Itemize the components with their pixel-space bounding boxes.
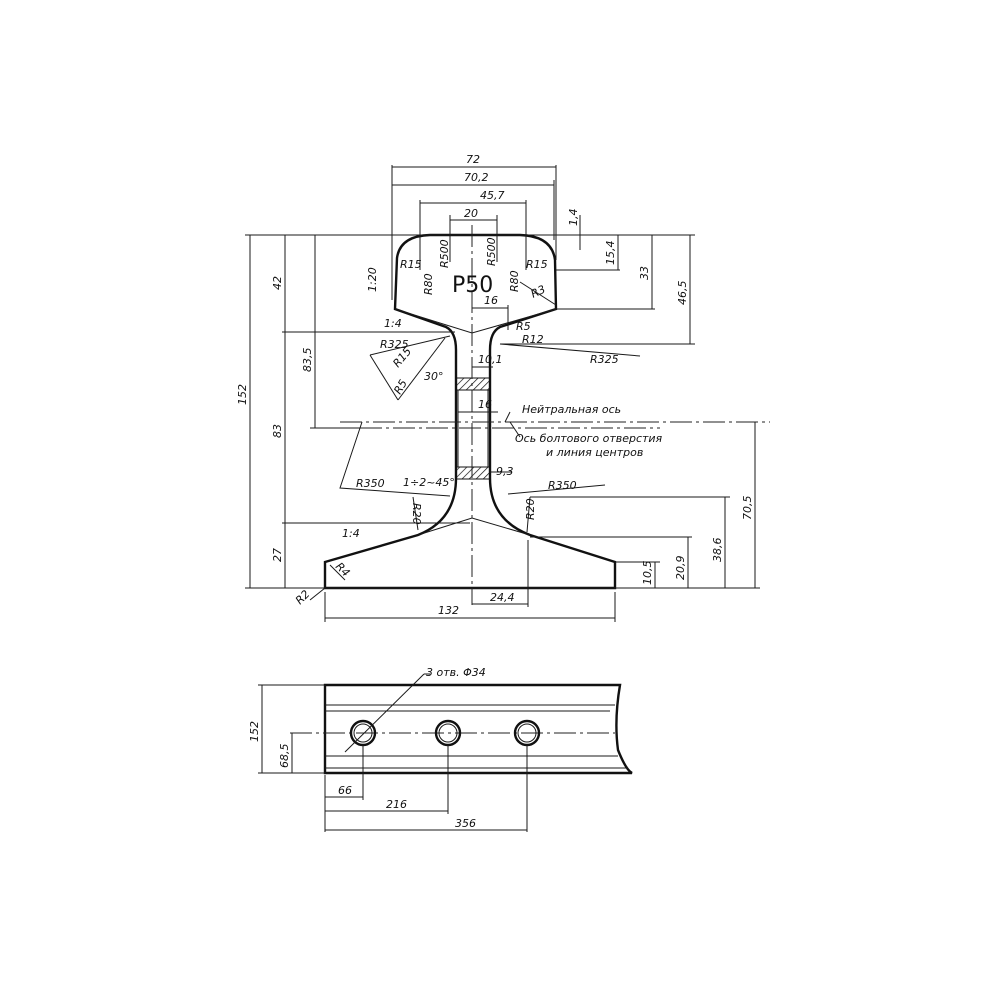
dim-r350-left: R350: [356, 477, 385, 490]
dim-r12: R12: [522, 333, 544, 346]
dim-r325-right: R325: [590, 353, 619, 366]
dim-r2: R2: [293, 588, 313, 608]
dim-27: 27: [271, 548, 284, 562]
dim-20: 20: [464, 207, 478, 220]
dim-r500-left: R500: [438, 239, 451, 268]
dim-r325-left: R325: [380, 338, 409, 351]
dim-45-7: 45,7: [480, 189, 505, 202]
dim-r4: R4: [333, 560, 353, 580]
dim-70-2: 70,2: [464, 171, 489, 184]
side-dim-216: 216: [386, 798, 407, 811]
side-dim-152: 152: [248, 721, 261, 742]
dim-1-4: 1,4: [567, 209, 580, 227]
dim-38-6: 38,6: [711, 538, 724, 563]
slope-1-20: 1:20: [366, 267, 379, 292]
dim-16-mid: 16: [478, 398, 492, 411]
dim-46-5: 46,5: [676, 281, 689, 306]
dim-r80-right: R80: [508, 270, 521, 292]
dim-70-5: 70,5: [741, 496, 754, 521]
dim-r5-left: R5: [391, 377, 410, 396]
dim-72: 72: [466, 153, 480, 166]
dim-83-5: 83,5: [301, 348, 314, 373]
dim-r20-right: R20: [524, 498, 537, 520]
profile-name: P50: [452, 273, 493, 298]
angle-30: 30°: [424, 370, 444, 383]
profile-labels: P50 72 70,2 45,7 20 R500 R500 R15 R15 R8…: [236, 153, 754, 617]
dim-10-1: 10,1: [478, 353, 503, 366]
dim-20-9: 20,9: [674, 556, 687, 581]
dim-r500-right: R500: [485, 237, 498, 266]
dim-132: 132: [438, 604, 459, 617]
dim-16-top: 16: [484, 294, 498, 307]
dim-9-3: 9,3: [496, 465, 514, 478]
dim-r15-left: R15: [400, 258, 422, 271]
dim-r3: R3: [529, 283, 548, 301]
neutral-axis-label: Нейтральная ось: [522, 403, 621, 416]
dimension-lines: [245, 165, 770, 622]
dim-24-4: 24,4: [490, 591, 515, 604]
dim-r350-right: R350: [548, 479, 577, 492]
bolt-axis-label-2: и линия центров: [546, 446, 643, 459]
side-dim-356: 356: [455, 817, 476, 830]
dim-r5-right: R5: [516, 320, 531, 333]
dim-42: 42: [271, 276, 284, 290]
dim-15-4: 15,4: [604, 241, 617, 266]
rail-side-view: 3 отв. Φ34 152 68,5 66 216 356: [248, 666, 633, 832]
dim-33: 33: [638, 266, 651, 280]
bolt-axis-label-1: Ось болтового отверстия: [515, 432, 663, 445]
slope-1-4-top: 1:4: [384, 317, 402, 330]
side-dim-68-5: 68,5: [278, 744, 291, 769]
dim-r15-right: R15: [526, 258, 548, 271]
dim-r20-left: R20: [410, 503, 423, 525]
dim-10-5: 10,5: [641, 561, 654, 586]
dim-152: 152: [236, 384, 249, 405]
holes-note: 3 отв. Φ34: [426, 666, 486, 679]
chamfer-label: 1÷2~45°: [403, 476, 455, 489]
side-dim-66: 66: [338, 784, 352, 797]
dim-r80-left: R80: [422, 273, 435, 295]
slope-1-4-bottom: 1:4: [342, 527, 360, 540]
dim-83: 83: [271, 424, 284, 438]
